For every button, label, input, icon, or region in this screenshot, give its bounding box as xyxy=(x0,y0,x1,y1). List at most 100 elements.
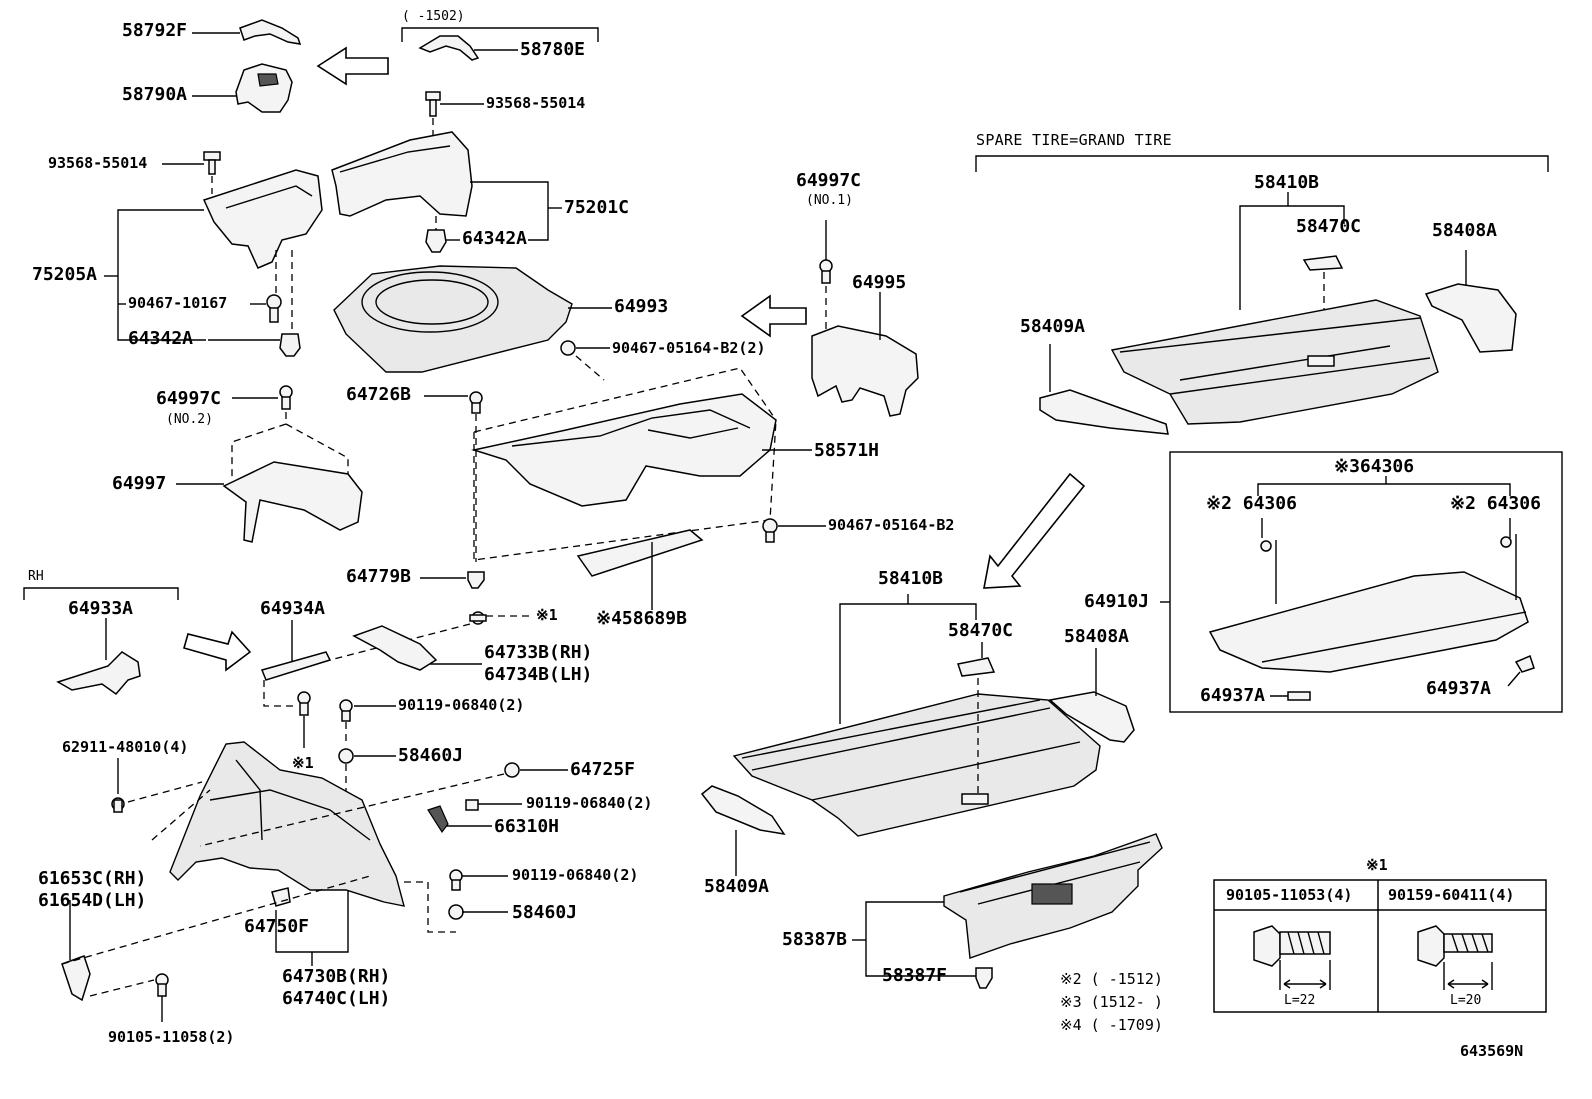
clip-58387F xyxy=(975,967,993,989)
part-61653C-small xyxy=(61,955,91,1002)
part-58792F xyxy=(239,19,302,45)
label-58408A-bottom: 58408A xyxy=(1064,626,1130,647)
bolt-90119-a xyxy=(339,699,353,722)
label-64933A: 64933A xyxy=(68,598,134,619)
label-spare-tire-header: SPARE TIRE=GRAND TIRE xyxy=(976,131,1172,149)
label-64306-top: ※364306 xyxy=(1334,456,1415,477)
arrow-left-mid xyxy=(740,294,807,338)
label-64779B: 64779B xyxy=(346,566,412,587)
label-64995: 64995 xyxy=(852,272,907,293)
part-64937A-l xyxy=(1287,691,1311,701)
nut-58460J-a xyxy=(338,748,354,764)
label-64342A-left: 64342A xyxy=(128,328,194,349)
label-58780E: 58780E xyxy=(520,39,586,60)
clip-64779B xyxy=(467,571,485,589)
part-75201C xyxy=(331,131,473,217)
label-range-1502: ( -1502) xyxy=(402,9,465,24)
part-58408A-bottom xyxy=(1048,691,1135,743)
label-90105-11058: 90105-11058(2) xyxy=(108,1028,235,1046)
part-58408A-top xyxy=(1424,283,1517,353)
label-58571H: 58571H xyxy=(814,440,880,461)
label-58410B-bottom: 58410B xyxy=(878,568,944,589)
label-66310H: 66310H xyxy=(494,816,560,837)
strap-clip-r xyxy=(1500,536,1512,548)
label-64306-left: ※2 64306 xyxy=(1206,493,1297,514)
fastener-col2-part: 90159-60411(4) xyxy=(1388,886,1515,904)
label-93568-b: 93568-55014 xyxy=(48,154,148,172)
label-64726B: 64726B xyxy=(346,384,412,405)
label-rh: RH xyxy=(28,569,44,584)
arrow-right-mid xyxy=(183,630,252,672)
part-66310H xyxy=(427,805,449,834)
part-64937A-r xyxy=(1514,654,1535,673)
tonneau-box xyxy=(1169,451,1563,713)
label-ref1-a: ※1 xyxy=(536,606,558,624)
label-90467-10167: 90467-10167 xyxy=(128,294,228,312)
part-58790A xyxy=(235,63,293,113)
part-58780E xyxy=(418,35,480,61)
part-61653C xyxy=(169,741,405,907)
label-58470C-top: 58470C xyxy=(1296,216,1362,237)
label-58792F: 58792F xyxy=(122,20,188,41)
label-64997C-no1: 64997C xyxy=(796,170,862,191)
part-64934A xyxy=(260,651,332,681)
clip-64997C-no1 xyxy=(819,259,833,284)
clip-90467-05164-2 xyxy=(560,340,576,356)
label-64997: 64997 xyxy=(112,473,167,494)
part-58689B xyxy=(576,529,704,577)
footnote-2: ※2 ( -1512) xyxy=(1060,970,1163,988)
part-64733B xyxy=(352,625,438,671)
part-58410B-bottom xyxy=(732,693,1101,837)
label-90467-05164-b2-2: 90467-05164-B2(2) xyxy=(612,339,766,357)
label-58387B: 58387B xyxy=(782,929,848,950)
label-90119-b: 90119-06840(2) xyxy=(526,794,653,812)
label-64733B: 64733B(RH) xyxy=(484,642,593,663)
label-64734B: 64734B(LH) xyxy=(484,664,593,685)
fastener-table-title: ※1 xyxy=(1366,856,1388,874)
bolt-ref1-b xyxy=(297,691,311,716)
clip-64342A-left xyxy=(279,333,301,357)
label-90467-05164-b2: 90467-05164-B2 xyxy=(828,516,955,534)
label-58790A: 58790A xyxy=(122,84,188,105)
part-64910J xyxy=(1208,571,1529,673)
bolt-ref1-a xyxy=(469,611,487,625)
label-no2: (NO.2) xyxy=(166,412,213,427)
part-64933A xyxy=(56,651,141,696)
label-64910J: 64910J xyxy=(1084,591,1150,612)
label-64306-right: ※2 64306 xyxy=(1450,493,1541,514)
bolt-90119-c xyxy=(449,869,463,891)
part-64995 xyxy=(811,325,919,417)
label-64740C: 64740C(LH) xyxy=(282,988,391,1009)
label-93568-a: 93568-55014 xyxy=(486,94,586,112)
label-no1: (NO.1) xyxy=(806,193,853,208)
label-64725F: 64725F xyxy=(570,759,636,780)
bolt-90105-11053 xyxy=(1253,925,1331,990)
arrow-diag xyxy=(983,472,1086,589)
label-64342A-top: 64342A xyxy=(462,228,528,249)
clip-64726B xyxy=(469,391,483,414)
fastener-col2-length: L=20 xyxy=(1450,993,1482,1008)
label-61654D: 61654D(LH) xyxy=(38,890,147,911)
diagram-id: 643569N xyxy=(1460,1042,1524,1060)
label-64934A: 64934A xyxy=(260,598,326,619)
bolt-90105-11058 xyxy=(155,973,169,997)
clip-64725F xyxy=(504,762,520,778)
label-75205A: 75205A xyxy=(32,264,98,285)
clip-64997C-no2 xyxy=(279,385,293,410)
bolt-93568-left xyxy=(203,151,221,175)
label-75201C: 75201C xyxy=(564,197,630,218)
bolt-90159-60411 xyxy=(1417,925,1493,990)
bolt-62911 xyxy=(111,797,125,813)
bolt-93568-top xyxy=(425,91,441,117)
nut-58460J-b xyxy=(448,904,464,920)
label-58387F: 58387F xyxy=(882,965,948,986)
label-64937A-left: 64937A xyxy=(1200,685,1266,706)
label-61653C: 61653C(RH) xyxy=(38,868,147,889)
label-64730B: 64730B(RH) xyxy=(282,966,391,987)
label-58460J-a: 58460J xyxy=(398,745,464,766)
footnote-3: ※3 (1512- ) xyxy=(1060,993,1163,1011)
clip-64342A-top xyxy=(425,229,447,253)
label-58689B: ※458689B xyxy=(596,608,687,629)
label-58410B-top: 58410B xyxy=(1254,172,1320,193)
